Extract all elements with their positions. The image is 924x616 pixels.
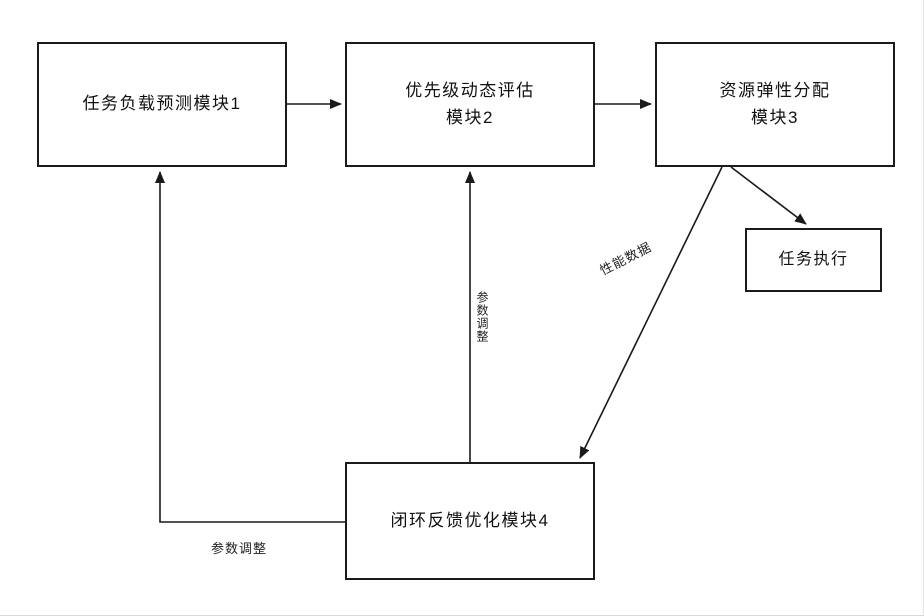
edge-label-performance-data: 性能数据 — [597, 239, 655, 279]
node-task-execution-label: 任务执行 — [778, 250, 849, 268]
arrow-module4-to-module1 — [155, 171, 345, 523]
node-resource-allocation-module: 资源弹性分配 模块3 — [655, 42, 895, 167]
node-task-load-prediction-module: 任务负载预测模块1 — [37, 42, 287, 167]
edge-label-parameter-adjustment-up: 参数调整 — [475, 291, 489, 343]
node-resource-allocation-label-line1: 资源弹性分配 — [719, 81, 831, 101]
node-priority-evaluation-label-line1: 优先级动态评估 — [405, 81, 535, 101]
edge-label-parameter-adjustment-left: 参数调整 — [211, 541, 268, 556]
node-resource-allocation-label-line2: 模块3 — [751, 107, 799, 127]
node-feedback-optimization-module: 闭环反馈优化模块4 — [345, 462, 595, 580]
node-task-execution: 任务执行 — [745, 228, 882, 292]
node-feedback-optimization-label: 闭环反馈优化模块4 — [390, 510, 550, 530]
node-priority-evaluation-module: 优先级动态评估 模块2 — [345, 42, 595, 167]
arrow-module3-to-task-exec — [730, 166, 807, 225]
node-priority-evaluation-label-line2: 模块2 — [446, 107, 494, 127]
arrow-module3-to-module4 — [579, 166, 723, 459]
node-task-load-prediction-label: 任务负载预测模块1 — [82, 94, 242, 114]
